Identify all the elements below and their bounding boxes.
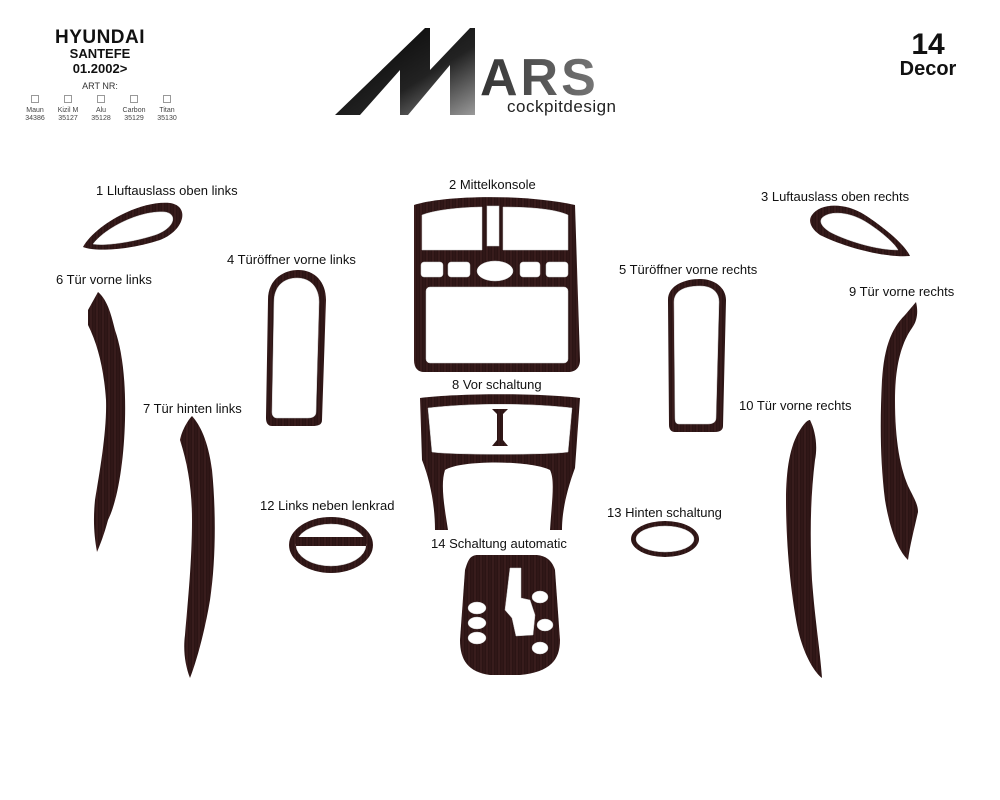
logo-m-shape [335,28,475,115]
variant-item: Kizil M 35127 [51,95,85,123]
part-label-14: 14 Schaltung automatic [431,536,567,551]
piece-count-label: Decor [899,58,957,80]
variant-code: 35129 [124,115,144,122]
vehicle-model: SANTEFE [69,46,131,61]
vehicle-year: 01.2002> [72,61,128,76]
part-6-door-front-left [88,292,126,552]
part-11-small-trim [492,409,508,446]
part-1-vent-left [83,202,183,250]
part-4-opener-left [266,270,326,426]
mars-logo: ARS [330,20,675,130]
part-label-6: 6 Tür vorne links [56,272,152,287]
part-9-door-front-right [880,302,918,560]
part-label-12: 12 Links neben lenkrad [260,498,395,513]
part-2-center-console [414,197,580,372]
logo-tagline: cockpitdesign [507,97,617,116]
part-13-rear-shift [631,521,699,557]
vehicle-make: HYUNDAI [54,27,146,48]
variant-list: Maun 34386 Kizil M 35127 Alu 35128 Carbo… [18,95,188,135]
part-label-10: 10 Tür vorne rechts [739,398,852,413]
variant-item: Alu 35128 [84,95,118,123]
variant-code: 35127 [58,115,78,122]
part-label-7: 7 Tür hinten links [143,401,242,416]
part-12-left-steering [289,517,373,573]
variant-name: Kizil M [57,107,79,114]
part-14-automatic-shift [460,555,560,675]
variant-checkbox [130,95,138,103]
variant-code: 34386 [25,115,45,122]
article-number-label: ART NR: [82,81,118,91]
variant-item: Titan 35130 [150,95,184,123]
variant-code: 35130 [157,115,177,122]
part-label-8: 8 Vor schaltung [452,377,542,392]
part-3-vent-right [810,205,910,257]
part-7-door-rear-left [180,416,215,678]
logo-text: ARS [480,49,599,107]
variant-code: 35128 [91,115,111,122]
part-label-2: 2 Mittelkonsole [449,177,536,192]
variant-name: Maun [26,107,44,114]
piece-count: 14 [911,28,945,61]
variant-item: Carbon 35129 [117,95,151,123]
part-5-opener-right [668,279,726,432]
variant-name: Carbon [122,107,146,114]
variant-checkbox [31,95,39,103]
part-label-1: 1 Lluftauslass oben links [96,183,238,198]
variant-item: Maun 34386 [18,95,52,123]
variant-checkbox [64,95,72,103]
variant-name: Alu [95,107,107,114]
variant-checkbox [97,95,105,103]
part-label-3: 3 Luftauslass oben rechts [761,189,910,204]
variant-checkbox [163,95,171,103]
variant-name: Titan [159,107,175,114]
part-10-door-rear-right [786,420,822,678]
part-label-5: 5 Türöffner vorne rechts [619,262,758,277]
part-label-4: 4 Türöffner vorne links [227,252,356,267]
part-label-9: 9 Tür vorne rechts [849,284,955,299]
part-label-13: 13 Hinten schaltung [607,505,722,520]
